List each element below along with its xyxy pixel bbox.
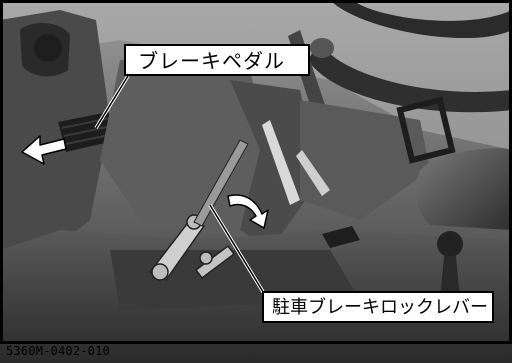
parking-brake-lever-illustration [148, 139, 249, 281]
left-direction-arrow [21, 135, 67, 165]
brake-pedal-label: ブレーキペダル [124, 44, 310, 76]
parking-brake-lock-lever-label: 駐車ブレーキロックレバー [262, 291, 494, 323]
rotation-direction-arrow [227, 194, 269, 229]
figure-id: 5360M-0402-010 [6, 344, 110, 358]
